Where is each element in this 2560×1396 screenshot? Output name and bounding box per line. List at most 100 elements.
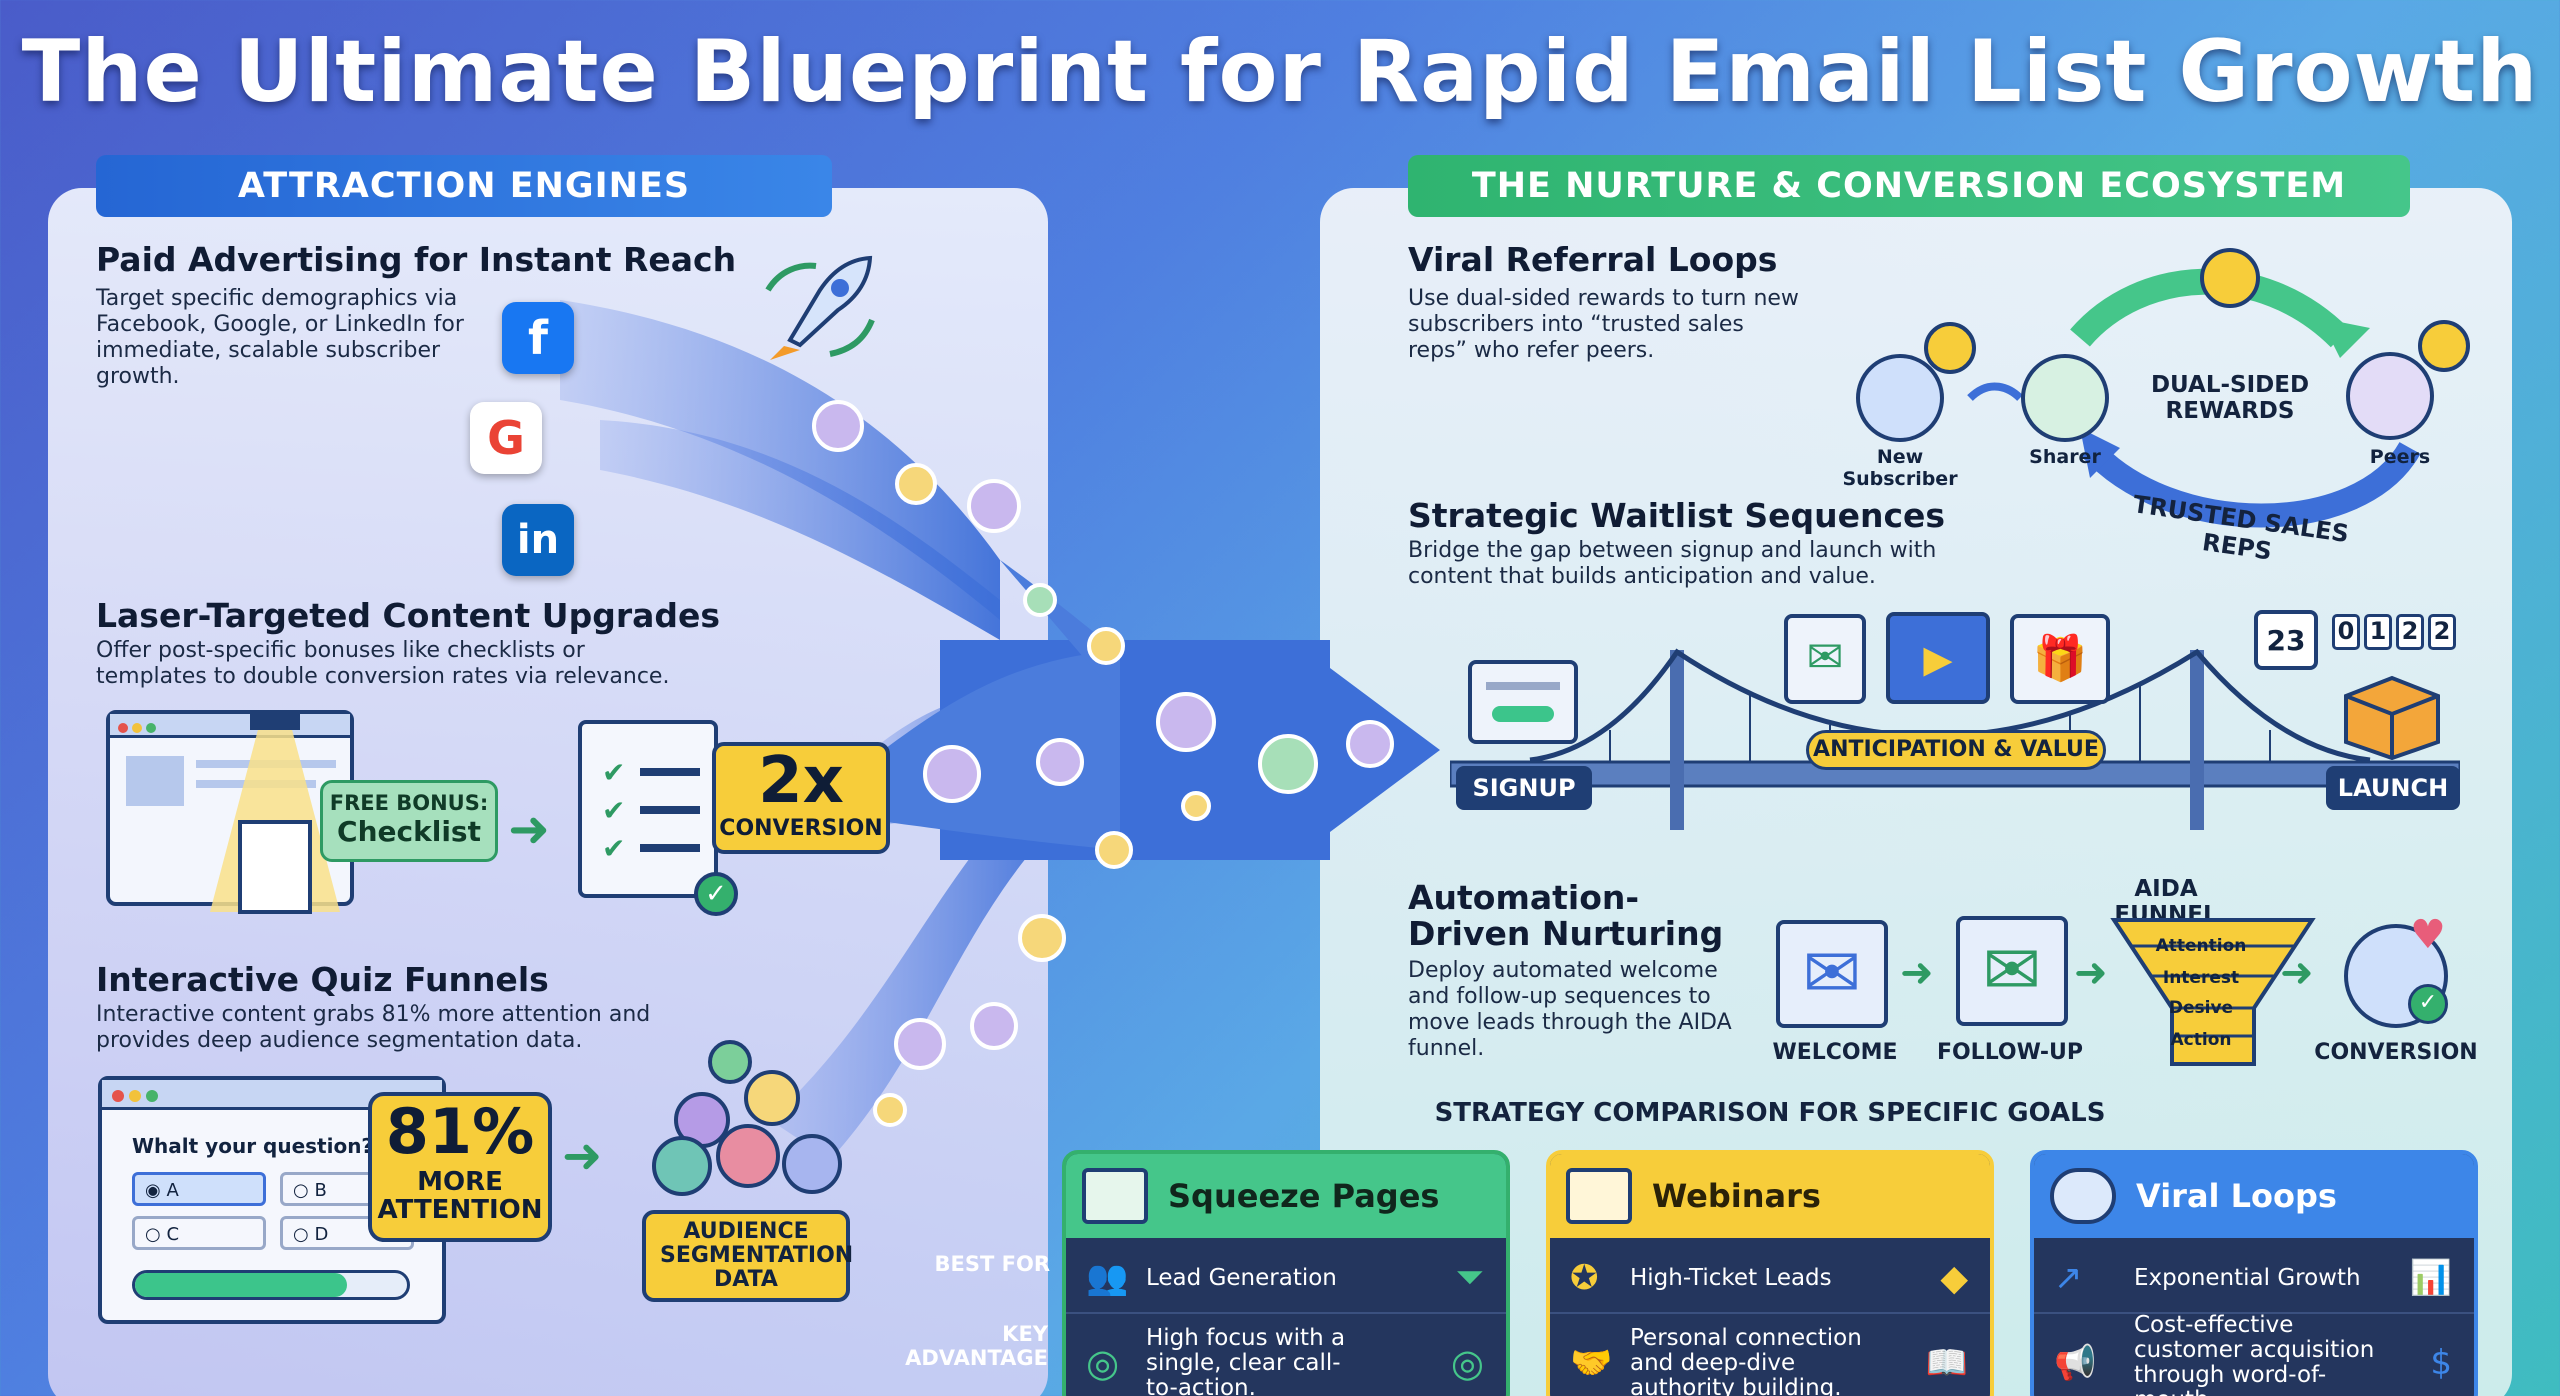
referral-loop-diagram xyxy=(1856,248,2470,528)
page-title: The Ultimate Blueprint for Rapid Email L… xyxy=(21,22,2539,122)
arrow-icon: ➜ xyxy=(2074,950,2108,996)
node-new-subscriber: New Subscriber xyxy=(1842,446,1958,490)
bonus-name: Checklist xyxy=(337,815,481,848)
automation-description: Deploy automated welcome and follow-up s… xyxy=(1408,958,1732,1061)
quiz-option-c[interactable]: ○ C xyxy=(132,1216,266,1250)
video-icon: ▶ xyxy=(1886,612,1990,704)
paid-heading: Paid Advertising for Instant Reach xyxy=(96,240,737,279)
book-icon: 📖 xyxy=(1925,1343,1968,1383)
users-icon: 👥 xyxy=(1086,1258,1129,1298)
conversion-multiplier: 2x xyxy=(758,744,844,818)
card-title: Viral Loops xyxy=(2136,1177,2337,1215)
node-peers: Peers xyxy=(2369,446,2431,468)
card-webinars[interactable]: Webinars ✪ High-Ticket Leads ◆ 🤝 Personal c… xyxy=(1546,1150,1994,1396)
quiz-option-a[interactable]: ◉ A xyxy=(132,1172,266,1206)
referral-description: Use dual-sided rewards to turn new subsc… xyxy=(1408,286,1799,363)
welcome-email-icon: ✉ xyxy=(1776,920,1888,1028)
presentation-icon xyxy=(1566,1168,1632,1224)
conversion-label: CONVERSION xyxy=(719,816,883,841)
arrow-icon: ➜ xyxy=(508,800,550,858)
content-heading: Laser-Targeted Content Upgrades xyxy=(96,596,721,635)
attention-label-1: MORE xyxy=(417,1167,503,1197)
quiz-progress-bar xyxy=(132,1270,410,1300)
signup-form-icon xyxy=(1468,660,1578,744)
card-viral-loops[interactable]: Viral Loops ↗ Exponential Growth 📊 📢 Cost-e… xyxy=(2030,1150,2478,1396)
facebook-icon[interactable]: f xyxy=(502,302,574,374)
automation-heading: Automation-Driven Nurturing xyxy=(1408,878,1724,953)
row-label-best-for: BEST FOR xyxy=(934,1252,1050,1276)
row-label-key-advantage: KEY ADVANTAGE xyxy=(905,1322,1048,1370)
quiz-heading: Interactive Quiz Funnels xyxy=(96,960,549,999)
gift-icon: 🎁 xyxy=(2010,614,2110,704)
arrow-icon: ➜ xyxy=(2280,950,2314,996)
content-description: Offer post-specific bonuses like checkli… xyxy=(96,638,670,689)
funnel-level-action: Action xyxy=(2170,1030,2232,1050)
card-title: Squeeze Pages xyxy=(1168,1177,1440,1215)
card-squeeze-pages[interactable]: Squeeze Pages 👥 Lead Generation ⏷ ◎ High fo… xyxy=(1062,1150,1510,1396)
funnel-level-desire: Desive xyxy=(2168,998,2234,1018)
card-title: Webinars xyxy=(1652,1177,1821,1215)
conversion-badge: 2x CONVERSION xyxy=(712,742,890,854)
free-bonus-badge: FREE BONUS: Checklist xyxy=(320,780,498,862)
referral-center-label: DUAL-SIDED REWARDS xyxy=(2150,372,2310,424)
checklist-document: ✔✔✔ xyxy=(578,720,718,898)
advantage-value: High focus with a single, clear call-to-… xyxy=(1146,1324,1346,1396)
anticipation-label: ANTICIPATION & VALUE xyxy=(1806,730,2106,770)
check-icon: ✓ xyxy=(694,872,738,916)
best-for-value: Exponential Growth xyxy=(2134,1265,2361,1291)
best-for-value: Lead Generation xyxy=(1146,1265,1337,1291)
followup-email-icon: ✉ xyxy=(1956,916,2068,1026)
audience-group-icon xyxy=(652,1040,842,1196)
attraction-banner: ATTRACTION ENGINES xyxy=(96,155,832,217)
advantage-value: Cost-effective customer acquisition thro… xyxy=(2134,1312,2375,1396)
referral-heading: Viral Referral Loops xyxy=(1408,240,1778,279)
aida-funnel-icon xyxy=(2110,918,2316,1066)
coins-icon: $ xyxy=(2430,1343,2452,1383)
node-sharer: Sharer xyxy=(2029,446,2101,468)
check-icon: ✓ xyxy=(2408,984,2448,1024)
bar-chart-icon: 📊 xyxy=(2409,1258,2452,1298)
comparison-title: STRATEGY COMPARISON FOR SPECIFIC GOALS xyxy=(1434,1098,2106,1128)
megaphone-icon: 📢 xyxy=(2054,1343,2097,1383)
launch-label: LAUNCH xyxy=(2326,766,2460,810)
box-icon xyxy=(2344,675,2440,760)
landing-page-icon xyxy=(1082,1168,1148,1224)
funnel-level-attention: Attention xyxy=(2155,936,2247,956)
step-conversion: CONVERSION xyxy=(2314,1040,2478,1065)
signup-label: SIGNUP xyxy=(1456,766,1592,810)
bonus-label: FREE BONUS: xyxy=(329,791,489,815)
spotlight-icon xyxy=(210,712,340,914)
step-welcome: WELCOME xyxy=(1772,1040,1898,1065)
attention-badge: 81% MORE ATTENTION xyxy=(368,1092,552,1242)
best-for-value: High-Ticket Leads xyxy=(1630,1265,1832,1291)
handshake-icon: 🤝 xyxy=(1570,1343,1613,1383)
target-icon: ◎ xyxy=(1450,1341,1484,1385)
calendar-icon: 23 xyxy=(2254,610,2318,670)
arrow-icon: ➜ xyxy=(562,1128,603,1184)
quiz-question: Whalt your question? xyxy=(132,1134,374,1158)
paid-description: Target specific demographics via Faceboo… xyxy=(96,286,464,389)
funnel-level-interest: Interest xyxy=(2162,968,2240,988)
attention-stat: 81% xyxy=(385,1095,535,1168)
arrow-icon: ➜ xyxy=(1900,950,1934,996)
network-icon xyxy=(2050,1168,2116,1224)
waitlist-description: Bridge the gap between signup and launch… xyxy=(1408,538,1937,589)
award-icon: ✪ xyxy=(1570,1258,1599,1298)
countdown-counter: 0 1 2 2 xyxy=(2332,614,2456,650)
linkedin-icon[interactable]: in xyxy=(502,504,574,576)
nurture-banner: THE NURTURE & CONVERSION ECOSYSTEM xyxy=(1408,155,2410,217)
waitlist-heading: Strategic Waitlist Sequences xyxy=(1408,496,1946,535)
email-icon: ✉ xyxy=(1784,614,1866,704)
quiz-description: Interactive content grabs 81% more atten… xyxy=(96,1002,651,1053)
rocket-icon xyxy=(765,255,875,360)
google-icon[interactable]: G xyxy=(470,402,542,474)
advantage-value: Personal connection and deep-dive author… xyxy=(1630,1324,1862,1396)
diamond-icon: ◆ xyxy=(1940,1257,1968,1299)
target-icon: ◎ xyxy=(1086,1341,1120,1385)
step-followup: FOLLOW-UP xyxy=(1936,1040,2084,1065)
heart-icon: ♥ xyxy=(2410,912,2446,958)
segmentation-badge: AUDIENCE SEGMENTATION DATA xyxy=(642,1210,853,1302)
trending-up-icon: ↗ xyxy=(2054,1258,2083,1298)
filter-icon: ⏷ xyxy=(1455,1257,1484,1298)
